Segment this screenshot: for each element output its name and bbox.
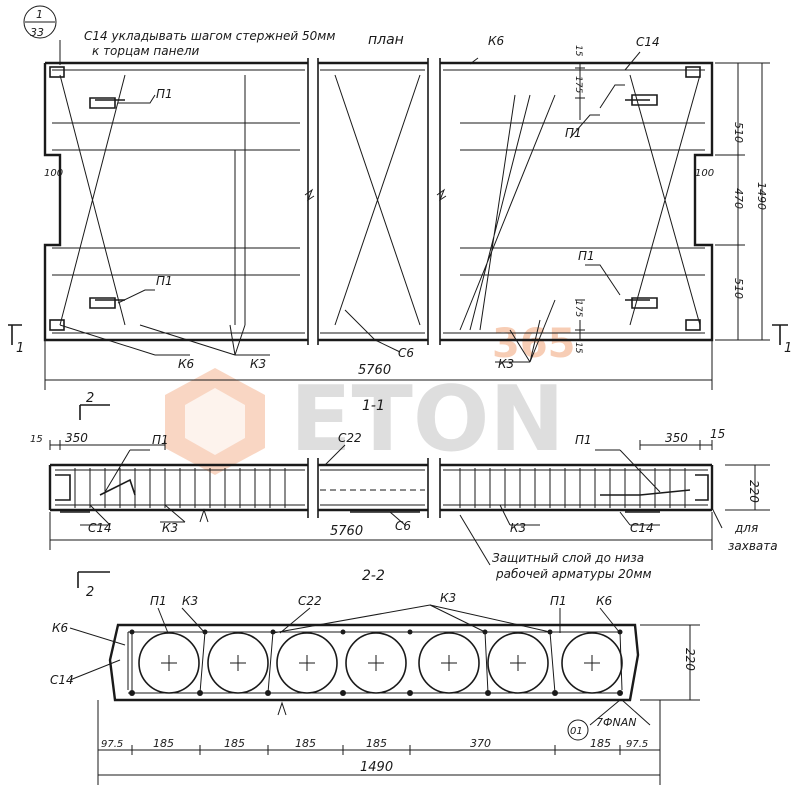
section-2-2-label-k6-right: К6	[596, 594, 613, 608]
section-2-2-dim-185-1: 185	[153, 737, 174, 750]
section-2-2-dim-185-2: 185	[224, 737, 245, 750]
section-1-1-cover-note-2: рабочей арматуры 20мм	[495, 567, 652, 581]
section-1-1-label-p1-right: П1	[575, 433, 592, 447]
section-2-2-dim-185-3: 185	[295, 737, 316, 750]
top-note-line1: С14 укладывать шагом стержней 50мм	[84, 29, 335, 43]
plan-label-p1-bl: П1	[156, 274, 173, 288]
section-2-2-dim-1490: 1490	[360, 760, 393, 775]
plan-label-c6: С6	[398, 346, 414, 360]
plan-view: К6 С14 П1 П1 П1 П1 К6 К3 С6 К3 1 1 5760 …	[8, 34, 792, 390]
section-1-1-dim-220: 220	[747, 480, 761, 503]
section-1-1-label-k3-left: К3	[162, 521, 178, 535]
plan-label-p1-br: П1	[578, 249, 595, 263]
plan-dim-100-left: 100	[44, 168, 63, 179]
plan-dim-470: 470	[732, 188, 745, 209]
section-2-2-dim-220: 220	[683, 648, 697, 671]
plan-label-k3-left: К3	[250, 357, 266, 371]
section-1-1-dim-350-right: 350	[665, 431, 688, 445]
plan-label-k6-top: К6	[488, 34, 505, 48]
plan-dim-510-top: 510	[732, 122, 745, 143]
section-1-1-dim-15-left: 15	[30, 434, 43, 445]
section-1-1-label-p1-left: П1	[152, 433, 169, 447]
plan-dim-100-right: 100	[695, 168, 714, 179]
section-1-1-mark-bottom: 2	[86, 585, 94, 600]
section-2-2-label-p1-right: П1	[550, 594, 567, 608]
sheet-ref-sheet: 33	[30, 26, 44, 39]
section-1-1-mark-top: 2	[86, 391, 94, 406]
section-1-1-label-c6: С6	[395, 519, 411, 533]
plan-label-p1-tl: П1	[156, 87, 173, 101]
plan-dim-510-bottom: 510	[732, 278, 745, 299]
plan-dim-1490: 1490	[755, 182, 768, 210]
plan-dim-175-top: 175	[573, 76, 583, 93]
watermark: 365 ETON	[165, 321, 576, 475]
section-2-2-dim-185-4: 185	[366, 737, 387, 750]
section-1-1-label-c22: С22	[338, 431, 362, 445]
plan-label-c14-top: С14	[636, 35, 660, 49]
watermark-number: 365	[492, 321, 576, 367]
plan-label-k3-right: К3	[498, 357, 514, 371]
watermark-logo-icon	[165, 368, 265, 475]
section-2-2-callout-number: 01	[570, 726, 583, 737]
plan-dim-15-top: 15	[573, 45, 583, 57]
plan-label-k6-bottom: К6	[178, 357, 195, 371]
section-2-2-label-c22: С22	[298, 594, 322, 608]
plan-dim-5760: 5760	[358, 363, 391, 378]
section-1-1-dim-15-right: 15	[710, 427, 725, 441]
section-1-1-label-grip-1: для	[734, 521, 758, 535]
plan-dim-175-bottom: 175	[573, 300, 583, 317]
section-2-2-callout-text: 7ФNAN	[596, 716, 636, 729]
section-1-1-label-grip-2: захвата	[728, 539, 778, 553]
section-1-1-dim-5760: 5760	[330, 524, 363, 539]
section-2-2-label-k6-left: К6	[52, 621, 69, 635]
section-2-2-label-c14: С14	[50, 673, 74, 687]
sheet-reference: 1 33	[23, 5, 57, 39]
section-2-2-dim-185-5: 185	[590, 737, 611, 750]
section-1-1-label-k3-right: К3	[510, 521, 526, 535]
section-1-1-label-c14-left: С14	[88, 521, 112, 535]
section-2-2-title: 2-2	[362, 568, 385, 584]
plan-section-mark-right: 1	[784, 341, 792, 356]
section-2-2-dim-97-5-left: 97.5	[101, 739, 123, 750]
section-1-1-cover-note-1: Защитный слой до низа	[492, 551, 644, 565]
section-1-1: 1-1 2 15 350	[30, 391, 778, 600]
section-2-2-label-k3-left: К3	[182, 594, 198, 608]
section-1-1-dim-350-left: 350	[65, 431, 88, 445]
top-note-line2: к торцам панели	[92, 44, 199, 58]
plan-label-p1-tr: П1	[565, 126, 582, 140]
section-2-2-label-p1-left: П1	[150, 594, 167, 608]
section-2-2-label-k3-right: К3	[440, 591, 456, 605]
section-2-2-voids	[138, 632, 623, 694]
section-2-2: 2-2	[50, 568, 700, 785]
plan-dim-15-bottom: 15	[573, 342, 583, 354]
plan-section-mark-left: 1	[16, 341, 24, 356]
section-1-1-label-c14-right: С14	[630, 521, 654, 535]
section-2-2-dim-370: 370	[470, 737, 491, 750]
watermark-brand: ETON	[290, 367, 565, 472]
section-1-1-title: 1-1	[362, 398, 385, 414]
plan-title: план	[368, 32, 404, 48]
section-2-2-dim-97-5-right: 97.5	[626, 739, 648, 750]
sheet-ref-number: 1	[36, 8, 43, 21]
